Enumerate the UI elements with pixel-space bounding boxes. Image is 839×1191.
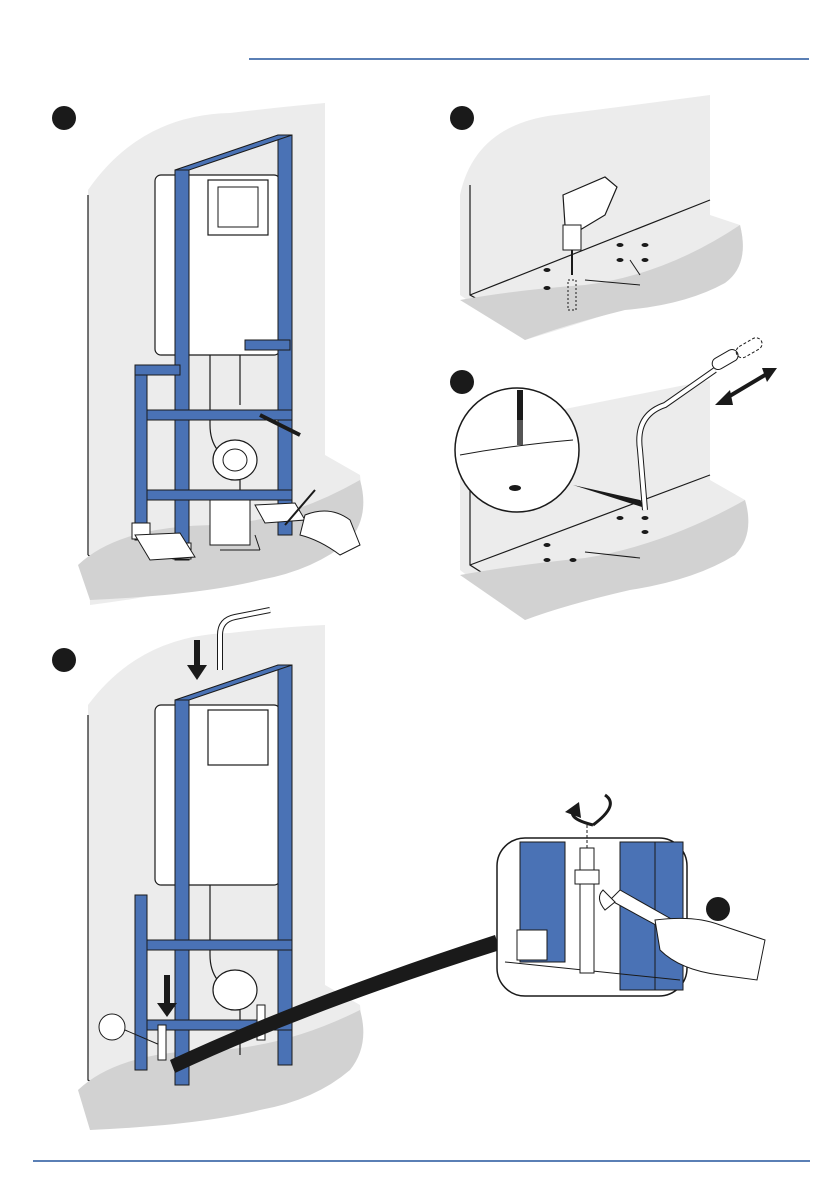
step-5-illustration [495,790,775,1005]
footer-rule [33,1160,810,1162]
step-3-illustration [455,360,785,625]
step-2-illustration [455,95,750,345]
step-1-illustration [60,95,380,610]
double-arrow-icon [715,368,777,405]
step-4-illustration [60,605,370,1135]
header-rule [249,58,809,60]
